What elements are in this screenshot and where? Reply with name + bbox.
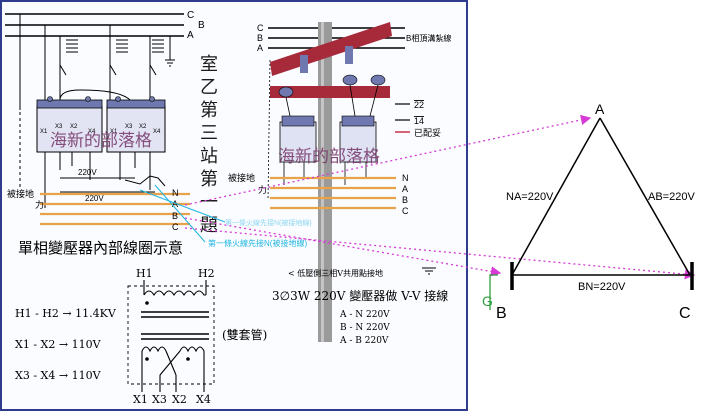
triangle: [511, 117, 691, 276]
voltage-ab: A - B 220V: [339, 336, 389, 346]
right-phase-b: B: [402, 195, 408, 205]
bottom-x3: X3: [152, 393, 167, 406]
right-transformer-2: [339, 115, 377, 163]
bottom-x1: X1: [133, 393, 148, 406]
primary-jumper: [59, 89, 131, 101]
vtitle-6: 一: [200, 192, 218, 213]
polarity-dot-3: [186, 357, 190, 361]
left-orange-bus: [40, 192, 190, 226]
left-phase-n: N: [172, 188, 179, 198]
right-bus-label-c: C: [257, 23, 264, 33]
rating-x34: X3 - X4 → 110V: [15, 369, 102, 382]
right-cutouts: [278, 74, 386, 98]
ground-mark: G: [482, 293, 493, 309]
vtitle-4: 站: [200, 146, 218, 167]
left-transformer-2: [106, 96, 166, 153]
legend-item-3: 已配妥: [414, 128, 441, 138]
right-caption-note: < 低壓側三相V共用點接地: [288, 268, 383, 278]
side-na: NA=220V: [506, 191, 554, 203]
left-ground-label: 被接地: [7, 188, 34, 200]
left-phase-c: C: [172, 222, 179, 232]
label-sleeve: (雙套管): [222, 327, 267, 342]
label-h1: H1: [136, 267, 153, 280]
utility-pole: [270, 22, 392, 342]
legend-item-2: 14: [414, 116, 424, 126]
vertex-c: C: [679, 305, 691, 322]
rating-x12: X1 - X2 → 110V: [15, 338, 102, 351]
vtitle-7: 題: [200, 215, 218, 236]
left-force-label: 力: [35, 199, 44, 211]
left-v2: 220V: [85, 194, 104, 203]
t1-x2: X2: [70, 124, 78, 130]
left-bus-label-b: B: [198, 20, 205, 31]
vtitle-1: 乙: [200, 77, 218, 98]
ground-mark-line: [489, 274, 498, 310]
side-bn: BN=220V: [578, 281, 626, 293]
ground-symbol: [422, 267, 436, 275]
right-phase-c: C: [402, 206, 409, 216]
right-phase-a: A: [402, 184, 408, 194]
t2-x3: X3: [125, 124, 133, 130]
right-orange-bus: [270, 176, 396, 210]
right-drop-wires: [267, 59, 379, 201]
left-transformer-1: [36, 96, 103, 153]
voltage-an: A - N 220V: [339, 310, 390, 320]
polarity-dot-2: [145, 357, 149, 361]
watermark-left: 海新的部落格: [50, 131, 152, 151]
cyan-note-1: 第一條火線先接N(被接地線): [225, 218, 312, 227]
arrow-to-a: [184, 114, 592, 206]
right-force-label: 力: [258, 184, 267, 196]
vertex-b: B: [496, 305, 507, 322]
t2-x1: X1: [110, 129, 118, 135]
vtitle-2: 第: [200, 100, 218, 121]
legend-item-1: 22: [414, 100, 424, 110]
arrow-to-b: [184, 217, 502, 277]
right-transformer-1: [279, 115, 317, 163]
vtitle-3: 三: [200, 123, 218, 144]
left-caption: 單相變壓器內部線圈示意: [18, 239, 183, 257]
legend-right: [395, 103, 410, 133]
t1-x4: X4: [88, 129, 96, 135]
side-ab: AB=220V: [648, 191, 695, 203]
right-caption-title: 3∅3W 220V 變壓器做 V-V 接線: [272, 288, 448, 303]
t1-x1: X1: [40, 129, 48, 135]
right-bus-label-a: A: [257, 43, 263, 53]
bottom-x4: X4: [196, 393, 211, 406]
bottom-x2: X2: [172, 393, 187, 406]
right-bus-b-note: B相頂溝紮線: [406, 33, 451, 43]
watermark-right: 海新的部落格: [278, 147, 380, 167]
polarity-dot-1: [145, 301, 149, 305]
left-secondary-wires: [44, 152, 166, 208]
diagram-panel: [0, 0, 468, 411]
left-bus-label-a: A: [187, 30, 194, 41]
label-h2: H2: [198, 267, 215, 280]
voltage-bn: B - N 220V: [340, 323, 390, 333]
right-ground-label: 被接地: [228, 172, 255, 184]
right-bus-label-b: B: [257, 33, 263, 43]
transformer-schematic: [127, 280, 215, 392]
cyan-pointers: [139, 184, 226, 243]
rating-h: H1 - H2 → 11.4KV: [15, 307, 117, 320]
edge-ac: [599, 117, 691, 276]
vtitle-5: 第: [200, 169, 218, 190]
cyan-note-2: 第一條火線先接N(被接地線): [208, 238, 307, 248]
pink-arrows: [184, 114, 696, 280]
left-bus-label-c: C: [187, 10, 194, 21]
t2-x4: X4: [153, 129, 161, 135]
left-phase-a: A: [172, 199, 178, 209]
t1-x3: X3: [55, 124, 63, 130]
edge-ba: [511, 117, 601, 276]
vertex-a: A: [595, 101, 605, 117]
vtitle-0: 室: [200, 54, 218, 75]
arrow-to-c: [184, 227, 696, 280]
left-bus-lines: [5, 13, 184, 37]
triangle-end-bars: [510, 262, 694, 290]
left-phase-b: B: [172, 211, 178, 221]
t2-x2: X2: [139, 124, 147, 130]
left-v1: 220V: [78, 168, 97, 177]
right-phase-n: N: [402, 173, 409, 183]
